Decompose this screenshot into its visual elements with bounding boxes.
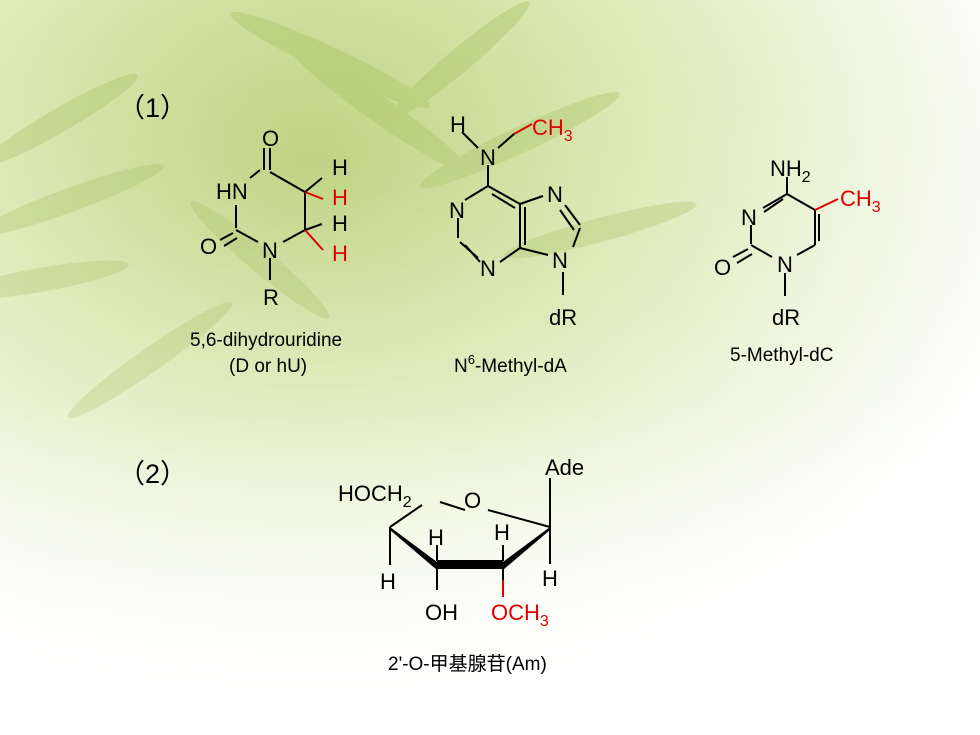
atom-h: H (450, 112, 466, 137)
atom-nh2: NH2 (770, 156, 811, 186)
atom-och3-highlight: OCH3 (491, 600, 549, 630)
atom-ade: Ade (545, 455, 584, 480)
atom-n3: N (480, 256, 496, 281)
molecule-dihydrouridine-redbonds (304, 191, 324, 251)
atom-h1: H (332, 155, 348, 180)
bold-bond-c2-c3 (437, 560, 503, 569)
atom-hoch2: HOCH2 (338, 481, 412, 511)
atom-oh: OH (425, 600, 458, 625)
molecule-n6-methyl-da (457, 131, 581, 295)
atom-n3: N (741, 205, 757, 230)
atom-h-c: H (380, 569, 396, 594)
label-am: 2'-O-甲基腺苷(Am) (388, 653, 547, 675)
atom-o: O (714, 255, 731, 280)
label-n6-methyl-da: N6-Methyl-dA (454, 352, 567, 377)
atom-dr: dR (549, 305, 577, 330)
wedge-right (503, 527, 550, 570)
wedge-left (390, 527, 437, 570)
molecule-dihydrouridine (219, 148, 323, 280)
atom-h4-highlight: H (332, 241, 348, 266)
atom-ch3-highlight: CH3 (532, 115, 573, 145)
atom-o-ring: O (464, 488, 481, 513)
atom-o-left: O (200, 234, 217, 259)
atom-h-b: H (494, 520, 510, 545)
atom-r: R (263, 285, 279, 310)
atom-n7: N (547, 182, 563, 207)
atom-ch3-highlight: CH3 (840, 186, 881, 216)
atom-h-a: H (428, 525, 444, 550)
bond-n-ch3-highlight (513, 123, 533, 135)
section-label-1: （1） (118, 93, 187, 123)
label-5-methyl-dc: 5-Methyl-dC (730, 345, 833, 366)
atom-n1: N (777, 252, 793, 277)
atom-n9: N (552, 248, 568, 273)
atom-h2-highlight: H (332, 185, 348, 210)
atom-n6: N (480, 145, 496, 170)
atom-h3: H (332, 211, 348, 236)
atom-n1: N (449, 198, 465, 223)
atom-dr: dR (772, 305, 800, 330)
label-dihydrouridine: 5,6-dihydrouridine (190, 330, 342, 351)
atom-hn: HN (216, 179, 248, 204)
section-label-2: （2） (118, 459, 187, 489)
molecule-5-methyl-dc (732, 177, 820, 296)
atom-n1: N (262, 238, 278, 263)
atom-h-d: H (542, 566, 558, 591)
label-dihydrouridine-abbrev: (D or hU) (229, 356, 307, 377)
atom-o-top: O (262, 126, 279, 151)
bond-c5-ch3-highlight (814, 198, 839, 211)
